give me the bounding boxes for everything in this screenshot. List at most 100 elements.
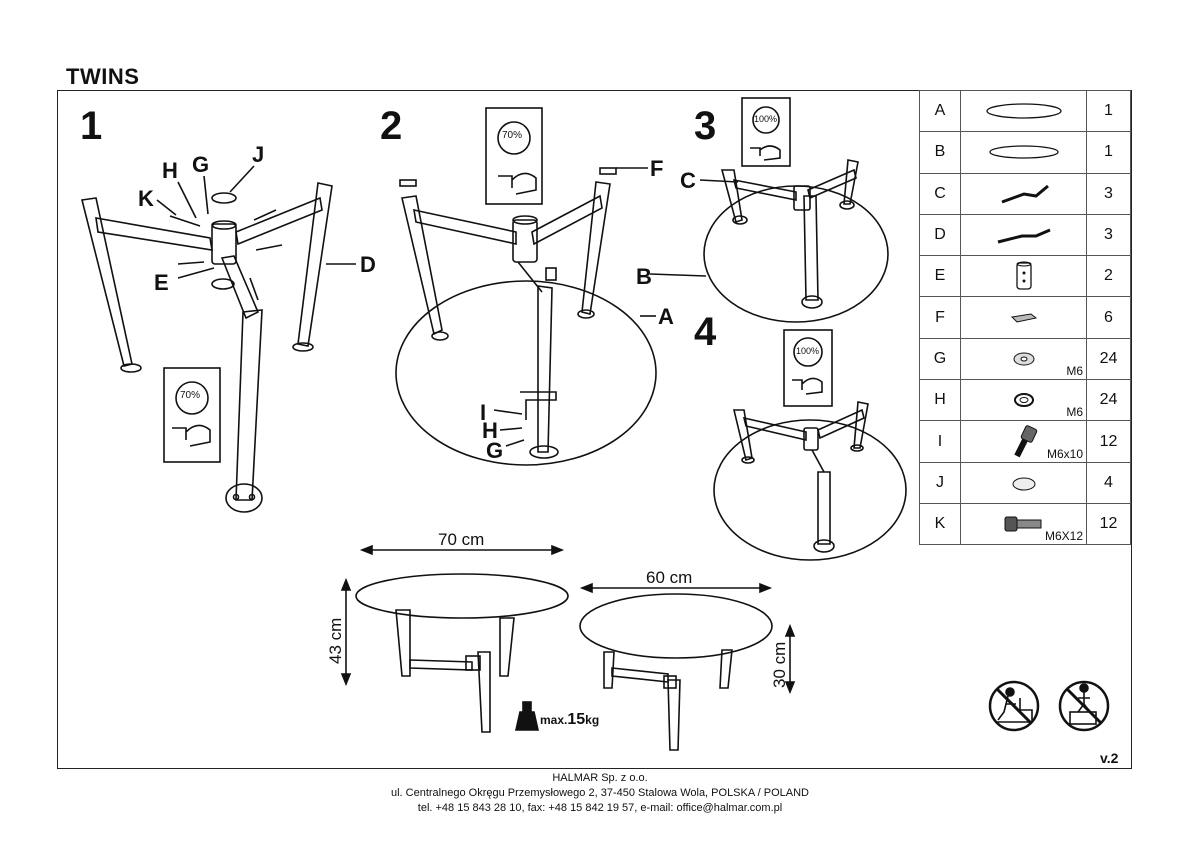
instruction-frame — [57, 90, 1132, 769]
part-id: F — [919, 296, 961, 339]
tool-badge-step2: 70% — [502, 130, 523, 141]
part-id: E — [919, 255, 961, 298]
step1-frame-drawing — [81, 165, 356, 513]
no-climbing-icon — [988, 680, 1040, 732]
dim-small-width: 60 cm — [646, 568, 693, 587]
part-qty: 12 — [1086, 502, 1131, 546]
part-qty: 2 — [1086, 255, 1131, 298]
dim-large-width: 70 cm — [438, 530, 485, 549]
part-picture — [960, 89, 1087, 133]
part-picture — [960, 131, 1087, 174]
version-label: v.2 — [1100, 750, 1119, 766]
part-qty: 1 — [1086, 89, 1131, 133]
callout-c: C — [680, 168, 696, 193]
callout-a: A — [658, 304, 674, 329]
part-picture: M6 — [960, 337, 1087, 381]
part-spec: M6 — [1066, 364, 1083, 379]
tool-badge-step1: 70% — [180, 390, 201, 401]
part-qty: 6 — [1086, 296, 1131, 339]
parts-row-c: C 3 — [919, 172, 1131, 215]
part-qty: 3 — [1086, 213, 1131, 257]
part-picture — [960, 255, 1087, 298]
part-id: D — [919, 213, 961, 257]
callout-g: G — [192, 152, 210, 177]
part-spec: M6x10 — [1046, 446, 1083, 461]
part-qty: 12 — [1086, 420, 1131, 463]
part-id: J — [919, 461, 961, 504]
washer-icon — [1013, 352, 1034, 366]
parts-row-f: F 6 — [919, 296, 1131, 339]
part-picture — [960, 296, 1087, 339]
part-qty: 4 — [1086, 461, 1131, 504]
cap-icon — [1012, 477, 1035, 491]
dimension-drawings — [340, 544, 796, 751]
parts-row-e: E 2 — [919, 255, 1131, 298]
connector-cylinder-icon — [1015, 261, 1032, 290]
parts-row-i: I M6x10 12 — [919, 420, 1131, 463]
part-spec: M6X12 — [1044, 529, 1083, 544]
spring-washer-icon — [1013, 393, 1034, 408]
max-load-value: 15 — [567, 711, 586, 728]
footer-company: HALMAR Sp. z o.o. — [552, 772, 648, 784]
part-qty: 3 — [1086, 172, 1131, 215]
step-number-4: 4 — [694, 310, 717, 354]
part-spec: M6 — [1066, 405, 1083, 420]
parts-list: A 1 B 1 C 3 D 3 E 2 F 6 G M6 24 H M6 24 … — [919, 89, 1131, 546]
part-picture: M6 — [960, 379, 1087, 422]
step-number-2: 2 — [380, 104, 403, 148]
part-picture: M6x10 — [960, 420, 1087, 463]
part-picture: M6X12 — [960, 502, 1087, 546]
footer-contact: tel. +48 15 843 28 10, fax: +48 15 842 1… — [417, 802, 783, 814]
part-qty: 24 — [1086, 337, 1131, 381]
pad-icon — [1010, 313, 1037, 323]
part-qty: 24 — [1086, 379, 1131, 422]
part-picture — [960, 172, 1087, 215]
small-ellipse-top-icon — [988, 145, 1059, 160]
parts-row-g: G M6 24 — [919, 337, 1131, 381]
large-ellipse-top-icon — [985, 103, 1062, 119]
callout-i: I — [480, 400, 487, 425]
tool-badge-step4: 100% — [796, 346, 820, 356]
footer: HALMAR Sp. z o.o. ul. Centralnego Okręgu… — [0, 771, 1200, 816]
parts-row-j: J 4 — [919, 461, 1131, 504]
document-title: TWINS — [66, 64, 140, 89]
part-id: I — [919, 420, 961, 463]
step2-drawing — [395, 167, 657, 466]
callout-f: F — [650, 156, 664, 181]
max-load-unit: kg — [585, 713, 600, 727]
parts-row-b: B 1 — [919, 131, 1131, 174]
part-id: G — [919, 337, 961, 381]
callout-b: B — [636, 264, 652, 289]
dim-large-height: 43 cm — [326, 617, 345, 664]
callout-j: J — [252, 142, 265, 167]
max-load-prefix: max. — [540, 713, 568, 727]
callout-d: D — [360, 252, 376, 277]
parts-row-a: A 1 — [919, 89, 1131, 133]
step-number-3: 3 — [694, 104, 717, 148]
callout-e: E — [154, 270, 169, 295]
leg-bar-icon — [997, 228, 1051, 244]
footer-address: ul. Centralnego Okręgu Przemysłowego 2, … — [390, 787, 809, 799]
callout-h-step2: H — [482, 418, 498, 443]
tool-badge-graphics — [163, 97, 833, 463]
max-load-label: max.15kg — [540, 711, 599, 729]
part-id: C — [919, 172, 961, 215]
leg-bar-icon — [1000, 184, 1049, 204]
part-qty: 1 — [1086, 131, 1131, 174]
tool-badge-step3: 100% — [754, 114, 778, 124]
parts-row-h: H M6 24 — [919, 379, 1131, 422]
part-picture — [960, 461, 1087, 504]
part-id: A — [919, 89, 961, 133]
dim-small-height: 30 cm — [770, 641, 789, 688]
weight-icon — [515, 701, 539, 731]
parts-row-k: K M6X12 12 — [919, 502, 1131, 546]
step4-drawing — [713, 401, 907, 561]
no-standing-icon — [1058, 680, 1110, 732]
callout-h: H — [162, 158, 178, 183]
callout-k: K — [138, 186, 154, 211]
parts-row-d: D 3 — [919, 213, 1131, 257]
step3-drawing — [649, 159, 889, 323]
part-picture — [960, 213, 1087, 257]
callout-g-step2: G — [486, 438, 504, 463]
